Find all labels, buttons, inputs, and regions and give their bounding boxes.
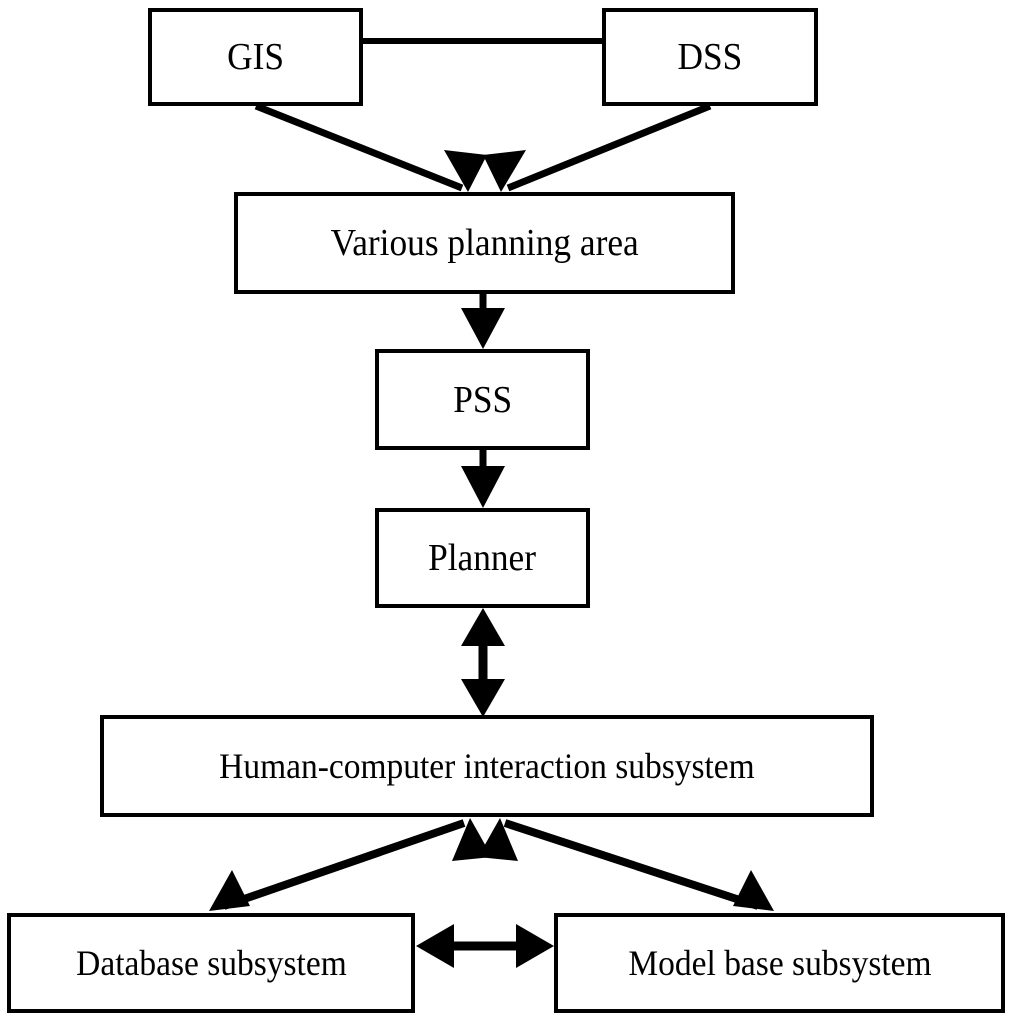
edge-database-modelbase-arrowhead-right — [516, 924, 554, 968]
edge-hci-modelbase-arrowhead-up — [478, 818, 518, 861]
node-various-planning-area[interactable]: Various planning area — [234, 192, 735, 294]
node-database-subsystem-label: Database subsystem — [75, 943, 347, 983]
node-database-subsystem[interactable]: Database subsystem — [7, 913, 415, 1013]
node-pss-label: PSS — [453, 378, 512, 421]
edge-pss-planner-arrowhead — [461, 466, 505, 508]
node-gis[interactable]: GIS — [148, 8, 363, 106]
edge-planning-area-pss-arrowhead — [461, 308, 505, 349]
edge-planner-hci-arrowhead-up — [461, 608, 505, 646]
edge-hci-modelbase-line — [503, 819, 760, 910]
edge-database-modelbase-arrowhead-left — [416, 924, 454, 968]
edge-hci-database-line — [222, 819, 466, 910]
node-gis-label: GIS — [227, 36, 284, 78]
node-planner[interactable]: Planner — [375, 508, 590, 608]
node-model-base-subsystem[interactable]: Model base subsystem — [554, 913, 1005, 1013]
node-pss[interactable]: PSS — [375, 349, 590, 450]
edge-dss-planning-area-arrowhead — [483, 150, 526, 192]
edge-dss-planning-area-line — [506, 102, 712, 192]
node-dss[interactable]: DSS — [602, 8, 818, 106]
node-various-planning-area-label: Various planning area — [330, 222, 639, 264]
node-planner-label: Planner — [428, 537, 537, 579]
edge-gis-planning-area-arrowhead — [444, 150, 487, 192]
edge-hci-database-arrowhead-down — [209, 870, 250, 911]
node-human-computer-interaction-subsystem-label: Human-computer interaction subsystem — [219, 746, 755, 786]
node-human-computer-interaction-subsystem[interactable]: Human-computer interaction subsystem — [100, 715, 874, 817]
node-dss-label: DSS — [677, 36, 743, 78]
edge-gis-planning-area-line — [254, 102, 464, 192]
edge-hci-modelbase-arrowhead-down — [733, 870, 774, 911]
node-model-base-subsystem-label: Model base subsystem — [627, 943, 932, 983]
edge-planner-hci-arrowhead-down — [461, 679, 505, 717]
